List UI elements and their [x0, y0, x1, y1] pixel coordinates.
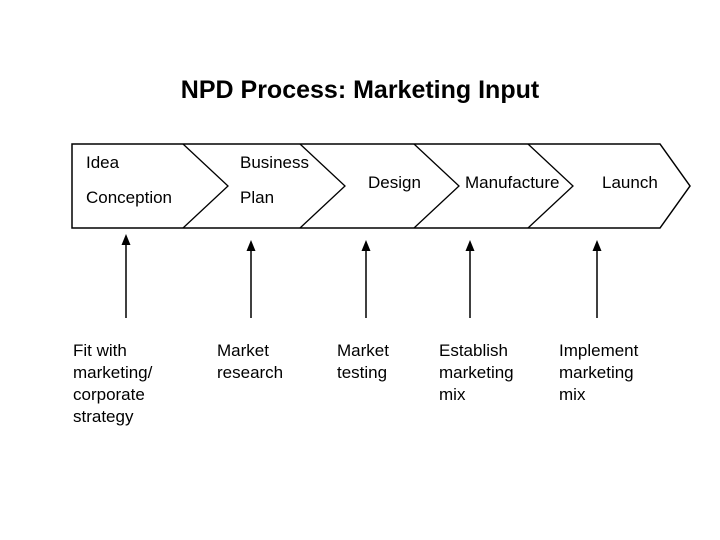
stage-label-launch: Launch [602, 173, 658, 192]
input-label-strategy: Fit with marketing/ corporate strategy [73, 340, 152, 428]
input-label-testing: Market testing [337, 340, 389, 384]
input-line: strategy [73, 407, 134, 426]
diagram-title: NPD Process: Marketing Input [180, 76, 540, 104]
input-line: Market [217, 341, 269, 360]
stage-label-business: Business [240, 153, 309, 172]
stage-separator-4 [527, 143, 574, 229]
input-label-establish-mix: Establish marketing mix [439, 340, 514, 406]
input-line: testing [337, 363, 388, 382]
stage-label-plan: Plan [240, 188, 275, 207]
input-label-research: Market research [217, 340, 283, 384]
stage-label-idea: Idea [86, 153, 120, 172]
stage-label-conception: Conception [86, 188, 173, 207]
input-line: research [217, 363, 284, 382]
input-arrow-2 [246, 240, 256, 318]
input-arrow-3 [361, 240, 371, 318]
stage-separator-1 [182, 143, 229, 229]
input-line: Market [337, 341, 389, 360]
input-line: marketing/ [73, 363, 153, 382]
process-banner-outline [71, 143, 691, 229]
input-line: Implement [559, 341, 639, 360]
stage-separator-3 [413, 143, 460, 229]
input-line: corporate [73, 385, 145, 404]
input-line: marketing [439, 363, 514, 382]
input-line: mix [559, 385, 586, 404]
stage-label-design: Design [368, 173, 421, 192]
input-arrow-1 [121, 234, 131, 318]
input-line: Fit with [73, 341, 127, 360]
stage-label-manufacture: Manufacture [465, 173, 560, 192]
input-label-implement-mix: Implement marketing mix [559, 340, 638, 406]
input-arrow-4 [465, 240, 475, 318]
input-line: Establish [439, 341, 508, 360]
stage-separator-2 [299, 143, 346, 229]
input-arrow-5 [592, 240, 602, 318]
input-line: mix [439, 385, 466, 404]
input-line: marketing [559, 363, 634, 382]
